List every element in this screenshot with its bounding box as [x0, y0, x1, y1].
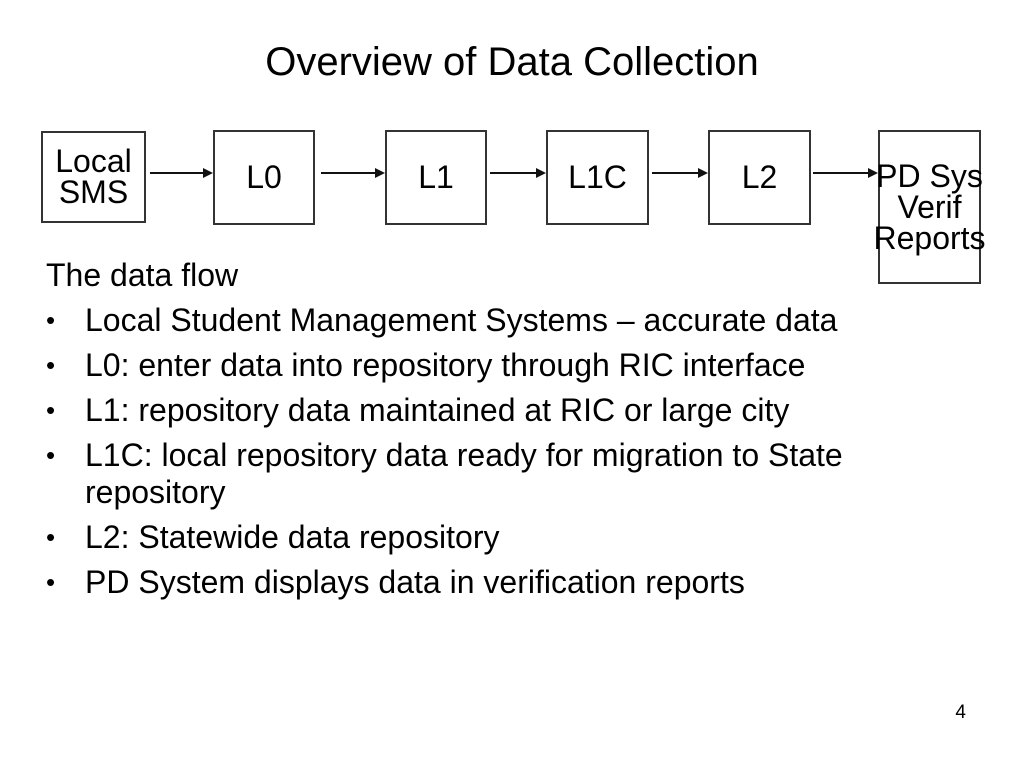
flow-node-l1: L1: [385, 130, 487, 225]
bullet-marker: •: [46, 567, 56, 597]
flow-node-label: L1: [418, 159, 454, 195]
flow-node-label: L2: [741, 159, 778, 195]
flow-node-label: Local SMS: [55, 143, 132, 210]
flow-node-l2: L2: [708, 130, 811, 225]
bullet-marker: •: [46, 395, 56, 425]
bullet-item: • L1: repository data maintained at RIC …: [46, 392, 958, 429]
bullet-marker: •: [46, 522, 56, 552]
flow-node-label: L1C: [568, 159, 627, 195]
flow-node-pd-sys-verif-reports: PD Sys Verif Reports: [873, 130, 986, 284]
slide-title: Overview of Data Collection: [265, 40, 759, 84]
flow-arrow-icon: [813, 168, 878, 178]
bullet-item: • Local Student Management Systems – acc…: [46, 302, 958, 339]
page-number: 4: [955, 702, 966, 723]
bullet-text: L0: enter data into repository through R…: [85, 347, 806, 383]
flow-arrow-icon: [321, 168, 385, 178]
bullet-list: • Local Student Management Systems – acc…: [46, 302, 958, 601]
flow-node-local-sms: Local SMS: [41, 131, 146, 223]
bullet-text: L1: repository data maintained at RIC or…: [85, 392, 790, 428]
flow-node-label: L0: [246, 159, 282, 195]
lead-text: The data flow: [46, 257, 239, 293]
flow-node-l0: L0: [213, 130, 315, 225]
flow-arrow-icon: [150, 168, 213, 178]
flow-arrow-icon: [652, 168, 708, 178]
bullet-marker: •: [46, 350, 56, 380]
bullet-text: L1C: local repository data ready for mig…: [85, 437, 843, 510]
bullet-item: • L2: Statewide data repository: [46, 519, 958, 556]
flow-node-label: PD Sys Verif Reports: [873, 157, 986, 256]
bullet-item: • L0: enter data into repository through…: [46, 347, 958, 384]
body-text: The data flow • Local Student Management…: [46, 257, 958, 601]
bullet-marker: •: [46, 305, 56, 335]
bullet-text: L2: Statewide data repository: [85, 519, 500, 555]
flow-arrow-icon: [490, 168, 546, 178]
flow-node-l1c: L1C: [546, 130, 649, 225]
bullet-item: • L1C: local repository data ready for m…: [46, 437, 958, 511]
bullet-item: • PD System displays data in verificatio…: [46, 564, 958, 601]
bullet-marker: •: [46, 440, 56, 470]
bullet-text: Local Student Management Systems – accur…: [85, 302, 838, 338]
bullet-text: PD System displays data in verification …: [85, 564, 745, 600]
